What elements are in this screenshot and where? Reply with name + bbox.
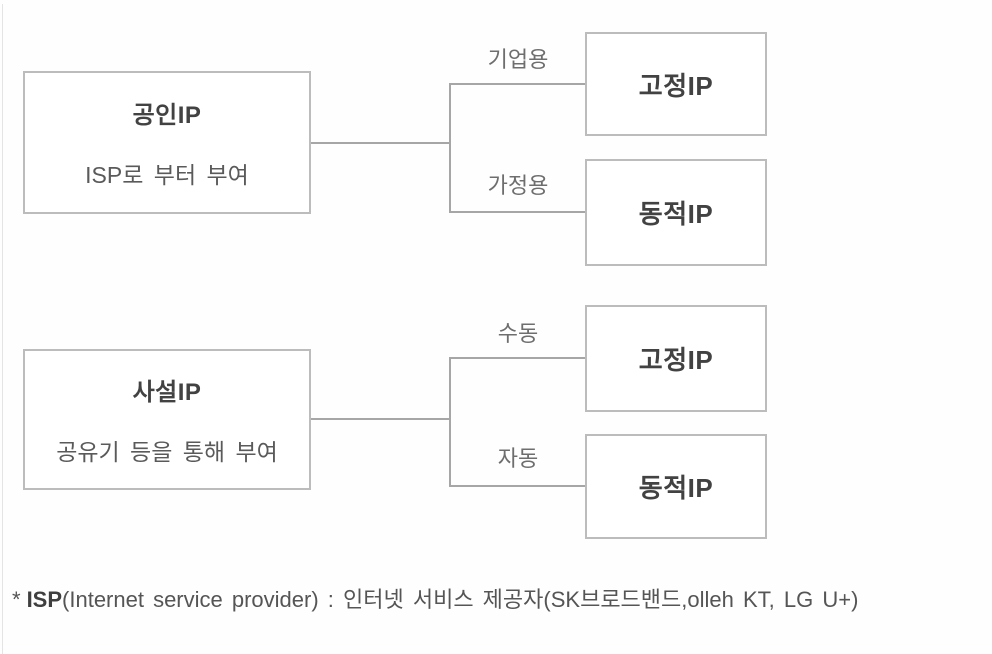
branch-label-home: 가정용 [487, 173, 549, 198]
dynamic-ip-title-private: 동적IP [638, 473, 714, 503]
footnote-term-isp: ISP [26, 587, 63, 612]
static-ip-box-private: 고정IP [585, 305, 767, 412]
dynamic-ip-box-public: 동적IP [585, 159, 767, 266]
dynamic-ip-title-public: 동적IP [638, 199, 714, 229]
private-ip-subtitle: 공유기 등을 통해 부여 [56, 439, 278, 465]
connector-public-branch-home [451, 211, 587, 213]
page-left-edge-line [2, 4, 3, 654]
connector-public-branch-business [451, 83, 587, 85]
branch-label-business: 기업용 [487, 47, 549, 72]
connector-private-branch-manual [451, 357, 587, 359]
private-ip-box: 사설IP 공유기 등을 통해 부여 [23, 349, 311, 490]
public-ip-subtitle: ISP로 부터 부여 [85, 162, 249, 188]
footnote-asterisk: * [12, 587, 21, 612]
dynamic-ip-box-private: 동적IP [585, 434, 767, 539]
public-ip-box: 공인IP ISP로 부터 부여 [23, 71, 311, 214]
static-ip-box-public: 고정IP [585, 32, 767, 136]
connector-public-vertical [449, 83, 451, 213]
connector-public-main [311, 142, 449, 144]
connector-private-branch-auto [451, 485, 587, 487]
connector-private-vertical [449, 357, 451, 487]
private-ip-title: 사설IP [132, 379, 202, 406]
connector-private-main [311, 418, 449, 420]
footnote-text: (Internet service provider) : 인터넷 서비스 제공… [62, 587, 859, 612]
public-ip-title: 공인IP [132, 102, 202, 129]
static-ip-title-public: 고정IP [638, 70, 714, 101]
static-ip-title-private: 고정IP [638, 345, 714, 375]
isp-footnote: *ISP(Internet service provider) : 인터넷 서비… [12, 585, 988, 615]
branch-label-manual: 수동 [497, 321, 539, 346]
branch-label-auto: 자동 [497, 446, 539, 471]
